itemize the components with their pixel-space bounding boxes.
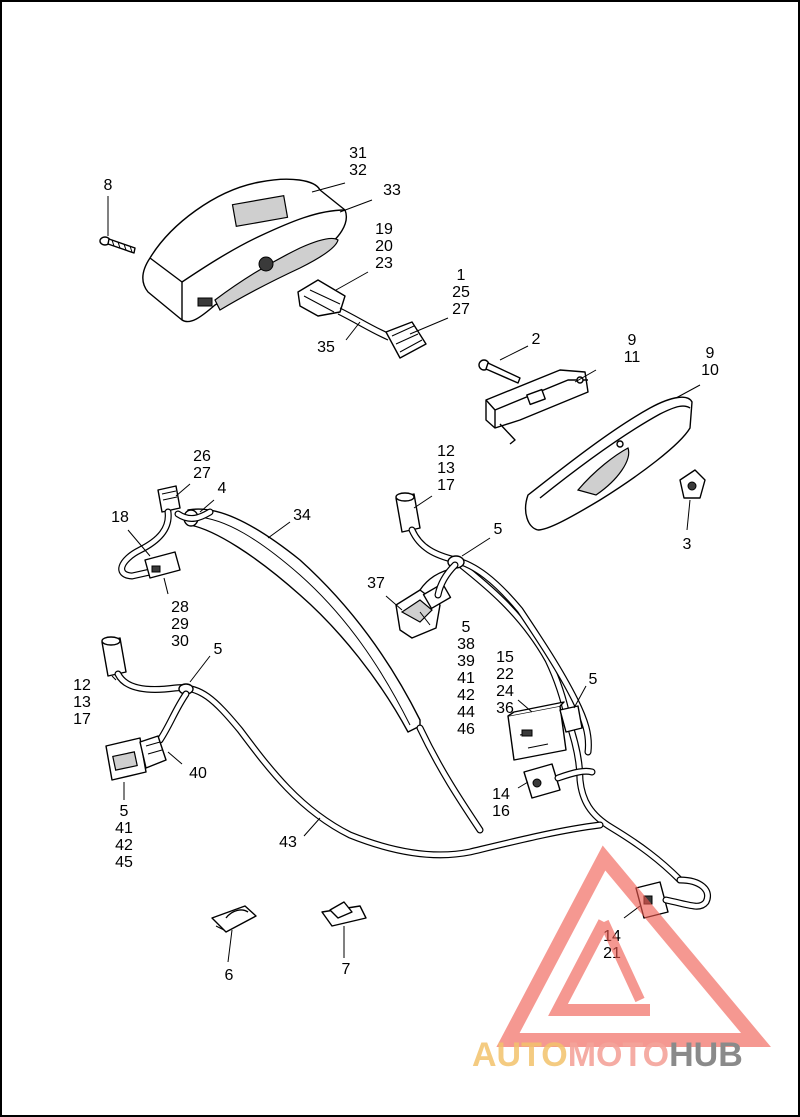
fender-trim-34: [183, 508, 421, 733]
watermark-wordmark: AUTOMOTOHUB: [472, 1036, 743, 1074]
callout-40: 40: [189, 765, 207, 782]
left-harness: [101, 636, 604, 859]
screw-8: [99, 236, 136, 254]
screw-2: [478, 359, 521, 384]
watermark-text: AUTOMOTOHUB: [472, 1036, 743, 1074]
callout-5-c: 5: [214, 641, 223, 658]
callout-43: 43: [279, 834, 297, 851]
callout-4: 4: [218, 480, 227, 497]
callout-33: 33: [383, 182, 401, 199]
clip-nut-3: [679, 469, 706, 499]
clip-7: [321, 901, 367, 927]
watermark-triangle-icon: [496, 845, 771, 1047]
main-harness-right: [434, 555, 684, 884]
connector-12-13-17-top: [395, 492, 459, 564]
callout-5-a: 5: [494, 521, 503, 538]
callout-8: 8: [104, 177, 113, 194]
left-upper-harness: [118, 485, 214, 580]
callout-5-b: 5: [589, 671, 598, 688]
lamp-cover: [524, 396, 693, 531]
connector-14-16: [523, 763, 596, 799]
callout-3: 3: [683, 536, 692, 553]
sensor-37: [395, 567, 456, 639]
callout-18: 18: [111, 509, 129, 526]
lamp-bracket: [485, 369, 589, 445]
callout-6: 6: [225, 967, 234, 984]
callout-7: 7: [342, 961, 351, 978]
clip-6: [211, 905, 257, 933]
callout-35: 35: [317, 339, 335, 356]
tail-lamp-assembly: [142, 178, 347, 323]
connector-40: [105, 735, 167, 781]
callout-37: 37: [367, 575, 385, 592]
connector-15-22-24-36: [507, 701, 583, 761]
callout-34: 34: [293, 507, 311, 524]
watermark: [496, 845, 771, 1047]
callout-2: 2: [532, 331, 541, 348]
